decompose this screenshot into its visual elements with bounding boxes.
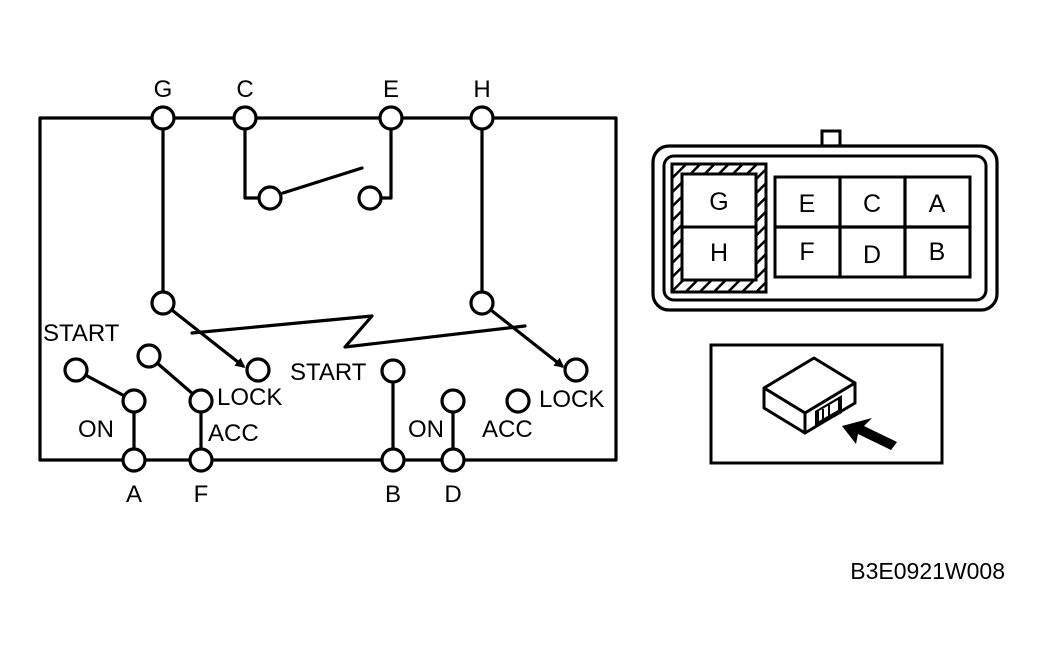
terminal-g	[150, 105, 176, 131]
terminal-d	[440, 447, 466, 473]
connector-block-icon	[762, 356, 857, 435]
label-start-right: START	[290, 359, 367, 386]
contact-lock-right	[563, 357, 589, 383]
cell-label-h: H	[710, 239, 728, 267]
terminal-b	[380, 447, 406, 473]
cell-label-e: E	[799, 190, 816, 218]
cell-label-f: F	[799, 238, 814, 266]
label-on-right: ON	[408, 416, 444, 443]
label-g: G	[154, 76, 173, 103]
terminals	[63, 105, 589, 473]
label-h: H	[473, 76, 490, 103]
contact-lock-left-f	[188, 388, 214, 414]
cell-label-a: A	[929, 190, 946, 218]
contact-on-right	[440, 388, 466, 414]
label-f: F	[194, 481, 209, 508]
label-e: E	[383, 76, 399, 103]
label-a: A	[126, 481, 142, 508]
switch-schematic: G C E H A F B D START ON LOCK ACC START …	[38, 76, 618, 508]
label-acc-left: ACC	[208, 420, 259, 447]
terminal-c	[232, 105, 258, 131]
contact-acc-left	[136, 343, 162, 369]
connector-face-view: G H E C A F D B	[651, 129, 999, 312]
contact-e	[357, 185, 383, 211]
label-start-left: START	[43, 320, 120, 347]
terminal-e	[378, 105, 404, 131]
cell-label-g: G	[709, 188, 728, 216]
terminal-h	[469, 105, 495, 131]
connector-view-inset	[709, 343, 944, 465]
label-lock-left: LOCK	[217, 384, 282, 411]
contact-c	[257, 185, 283, 211]
contact-start-right	[380, 358, 406, 384]
internal-wiring	[74, 116, 565, 462]
contact-acc-right	[505, 388, 531, 414]
switch-body-outline	[38, 116, 618, 462]
cell-label-b: B	[929, 238, 946, 266]
terminal-labels: G C E H A F B D	[126, 76, 491, 508]
label-on-left: ON	[78, 416, 114, 443]
label-acc-right: ACC	[482, 416, 533, 443]
contact-lock-left	[245, 357, 271, 383]
contact-on-left	[121, 388, 147, 414]
cell-h	[680, 225, 758, 282]
figure-code: B3E0921W008	[850, 558, 1005, 584]
position-labels: START ON LOCK ACC START ON ACC LOCK	[43, 320, 604, 447]
label-lock-right: LOCK	[539, 386, 604, 413]
terminal-f	[188, 447, 214, 473]
cell-label-c: C	[863, 190, 881, 218]
label-b: B	[385, 481, 401, 508]
label-d: D	[444, 481, 461, 508]
contact-h-wiper	[469, 290, 495, 316]
view-direction-arrow-icon	[842, 418, 897, 450]
cell-label-d: D	[863, 241, 881, 269]
contact-g-wiper	[150, 290, 176, 316]
terminal-a	[121, 447, 147, 473]
label-c: C	[236, 76, 253, 103]
contact-start-left	[63, 357, 89, 383]
